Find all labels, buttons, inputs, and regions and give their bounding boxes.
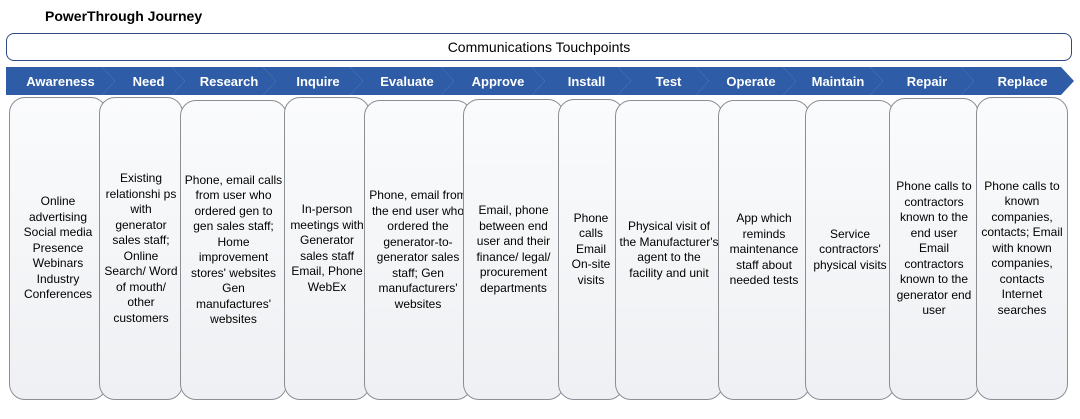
touchpoint-card-operate: App which reminds maintenance staff abou… [718, 100, 810, 400]
touchpoint-card-awareness: Online advertising Social media Presence… [9, 97, 107, 400]
phase-need: Need [102, 67, 185, 95]
phase-awareness: Awareness [6, 67, 115, 95]
touchpoint-card-repair: Phone calls to contractors known to the … [889, 98, 979, 400]
touchpoint-card-install: Phone calls Email On-site visits [558, 99, 624, 400]
phase-inquire: Inquire [263, 67, 363, 95]
phase-evaluate: Evaluate [350, 67, 454, 95]
touchpoint-card-replace: Phone calls to known companies, contacts… [976, 97, 1068, 400]
touchpoint-text-install: Phone calls Email On-site visits [571, 210, 611, 287]
phase-replace: Replace [961, 67, 1074, 95]
touchpoint-card-maintain: Service contractors' physical visits [805, 100, 895, 400]
touchpoint-card-need: Existing relationshi ps with generator s… [99, 97, 183, 400]
touchpoint-text-test: Physical visit of the Manufacturer's age… [619, 219, 719, 280]
phase-maintain: Maintain [783, 67, 883, 95]
touchpoint-card-inquire: In-person meetings with Generator sales … [284, 97, 370, 400]
communications-touchpoints-banner: Communications Touchpoints [6, 33, 1072, 61]
journey-phase-bar: Awareness Need Research Inquire Evaluate… [6, 67, 1074, 95]
phase-test: Test [618, 67, 709, 95]
touchpoint-text-repair: Phone calls to contractors known to the … [896, 179, 972, 318]
touchpoint-card-research: Phone, email calls from user who ordered… [180, 100, 287, 400]
touchpoint-card-approve: Email, phone between end user and their … [463, 99, 564, 400]
touchpoint-text-operate: App which reminds maintenance staff abou… [729, 211, 799, 288]
touchpoint-text-need: Existing relationshi ps with generator s… [104, 171, 178, 325]
touchpoint-text-replace: Phone calls to known companies, contacts… [981, 178, 1063, 317]
phase-research: Research [172, 67, 276, 95]
diagram-title: PowerThrough Journey [45, 8, 203, 24]
phase-repair: Repair [870, 67, 974, 95]
touchpoint-card-test: Physical visit of the Manufacturer's age… [615, 100, 723, 400]
phase-operate: Operate [696, 67, 796, 95]
phase-install: Install [532, 67, 631, 95]
touchpoint-text-research: Phone, email calls from user who ordered… [184, 172, 283, 327]
touchpoint-text-evaluate: Phone, email from the end user who order… [369, 188, 467, 311]
touchpoint-text-inquire: In-person meetings with Generator sales … [290, 202, 364, 294]
touchpoint-text-approve: Email, phone between end user and their … [476, 203, 551, 295]
communications-touchpoints-label: Communications Touchpoints [447, 39, 631, 55]
touchpoint-text-awareness: Online advertising Social media Presence… [23, 194, 93, 302]
touchpoint-card-evaluate: Phone, email from the end user who order… [364, 100, 472, 400]
touchpoint-text-maintain: Service contractors' physical visits [813, 226, 887, 272]
phase-approve: Approve [441, 67, 545, 95]
